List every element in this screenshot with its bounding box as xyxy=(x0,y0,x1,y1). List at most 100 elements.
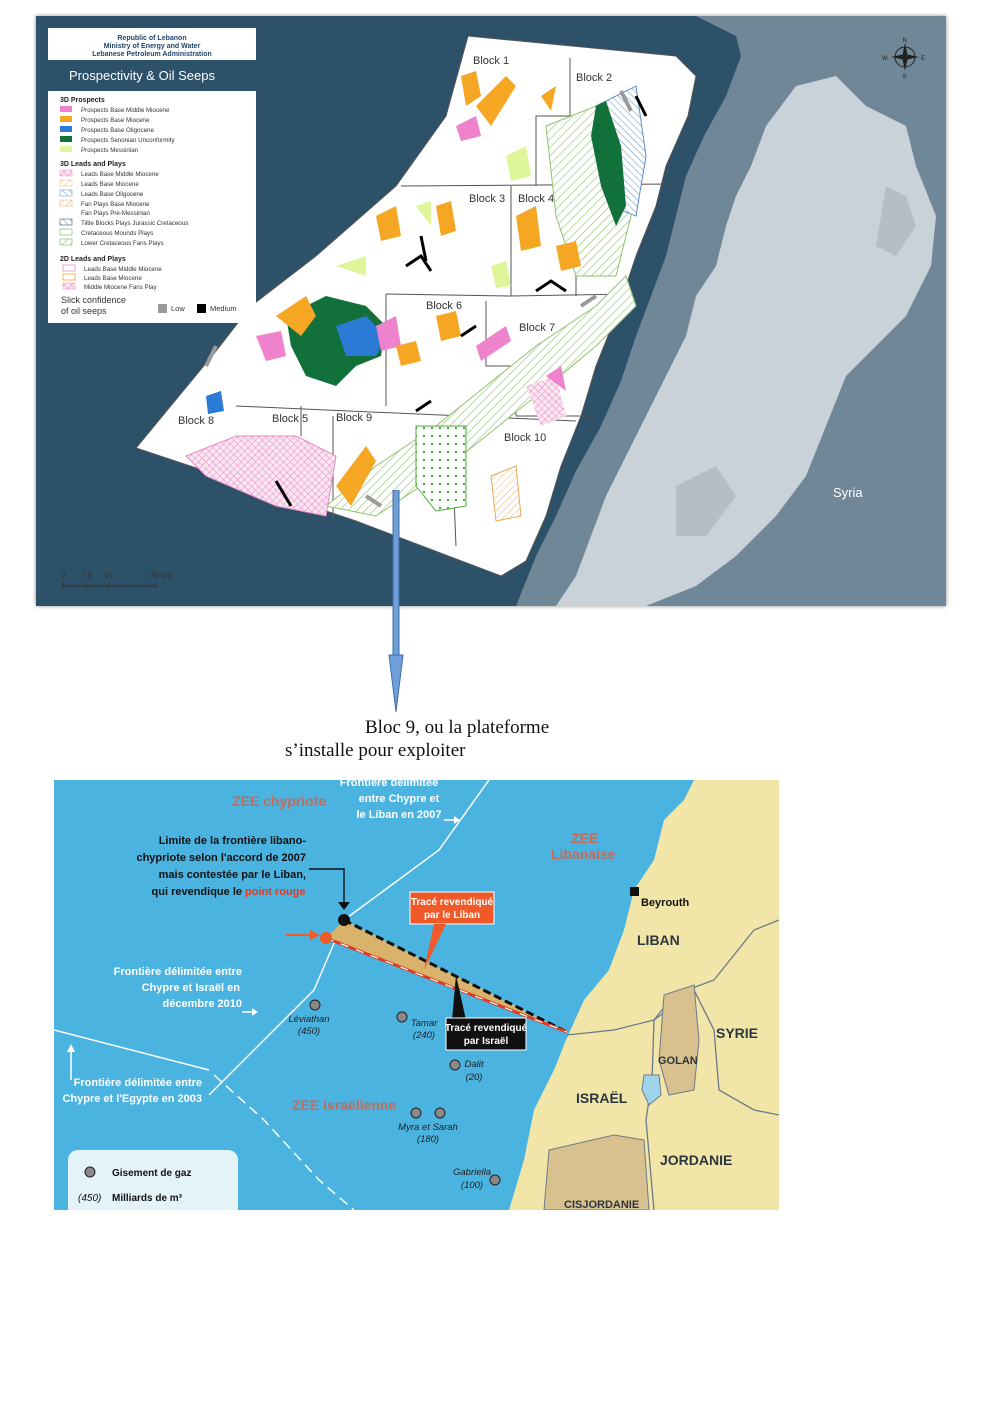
frontier-cy-eg-label: Frontière délimitée entre Chypre et l'Eg… xyxy=(62,1077,202,1105)
oil-seeps-medium xyxy=(274,95,648,507)
svg-text:Fan Plays Pre-Messinian: Fan Plays Pre-Messinian xyxy=(81,210,150,217)
prospectivity-map-svg: Block 1 Block 2 Block 3 Block 4 Block 5 … xyxy=(36,16,946,606)
map2-legend: Gisement de gaz (450) Milliards de m³ xyxy=(68,1150,238,1220)
header-box xyxy=(48,28,256,60)
cisjordanie-area xyxy=(543,1134,650,1211)
down-arrow-icon xyxy=(388,490,404,713)
svg-text:(100): (100) xyxy=(461,1180,483,1191)
cretaceous-mounds-play xyxy=(415,425,467,512)
svg-text:Prospects Messinian: Prospects Messinian xyxy=(81,147,139,154)
svg-text:2D Leads and Plays: 2D Leads and Plays xyxy=(60,256,126,263)
svg-text:Tiltle Blocks Plays Jurassic C: Tiltle Blocks Plays Jurassic Cretaceous xyxy=(81,220,188,227)
svg-text:Prospects Base Oligocene: Prospects Base Oligocene xyxy=(81,127,154,134)
region-label-cisjordanie: CISJORDANIE xyxy=(564,1199,639,1210)
limite-frontiere-label: Limite de la frontière libano- chypriote… xyxy=(136,835,306,898)
caption-line: Bloc 9, ou la plateforme xyxy=(365,717,550,738)
svg-text:(450): (450) xyxy=(78,1193,101,1204)
block-label: Block 1 xyxy=(473,55,509,67)
block-label: Block 6 xyxy=(426,300,462,312)
disputed-zone xyxy=(326,920,567,1032)
beyrouth-marker-icon xyxy=(630,887,639,896)
block-label: Block 10 xyxy=(504,432,546,444)
country-label-jordanie: JORDANIE xyxy=(660,1152,732,1168)
svg-text:qui revendique le: qui revendique le xyxy=(152,886,242,898)
svg-text:Leads Base Oligocene: Leads Base Oligocene xyxy=(81,191,144,198)
lebanon-claim-line xyxy=(343,918,568,1034)
gas-field: Dalit (20) xyxy=(449,1059,484,1083)
callout-arrow-icon xyxy=(338,902,350,910)
prospectivity-map: Block 1 Block 2 Block 3 Block 4 Block 5 … xyxy=(36,16,946,606)
zee-libanaise-label: ZEE xyxy=(571,830,598,846)
svg-text:Leads Base Miocene: Leads Base Miocene xyxy=(84,275,142,282)
svg-text:Chypre et Israël en: Chypre et Israël en xyxy=(142,982,241,994)
frontier-cy-il-label: Frontière délimitée entre Chypre et Isra… xyxy=(114,966,242,1010)
svg-text:Tracé revendiqué: Tracé revendiqué xyxy=(411,897,494,908)
svg-text:Leads Base Middle Miocene: Leads Base Middle Miocene xyxy=(84,266,162,273)
gas-field: Léviathan (450) xyxy=(288,999,330,1037)
country-label-liban: LIBAN xyxy=(637,932,680,948)
point-rouge-label: point rouge xyxy=(245,886,306,898)
mountain-ridge xyxy=(676,466,736,536)
header-line: Republic of Lebanon xyxy=(117,35,186,42)
legend: 3D Prospects Prospects Base Middle Mioce… xyxy=(59,97,237,316)
white-arrow-icon xyxy=(454,816,460,824)
zee-chypriote-label: ZEE chypriote xyxy=(232,793,326,809)
golan-area xyxy=(658,984,700,1096)
svg-text:Chypre et l'Egypte en 2003: Chypre et l'Egypte en 2003 xyxy=(62,1093,202,1105)
compass-rose-icon: N S E W xyxy=(882,38,925,80)
lake-tiberias xyxy=(641,1074,662,1106)
leads-base-middle-miocene xyxy=(526,376,566,426)
svg-text:Gabriella: Gabriella xyxy=(453,1167,491,1178)
scale-bar: 0 7.5 15 30 km xyxy=(61,571,172,589)
svg-text:E: E xyxy=(921,56,925,62)
caption-line: s’installe pour exploiter xyxy=(285,740,466,761)
gas-fields: Léviathan (450) Tamar (240) Dalit (20) M… xyxy=(288,999,501,1191)
svg-text:Cretaceous Mounds Plays: Cretaceous Mounds Plays xyxy=(81,230,153,237)
svg-text:0: 0 xyxy=(61,571,66,580)
svg-text:15: 15 xyxy=(104,571,113,580)
zee-israelienne-label: ZEE israëlienne xyxy=(292,1097,396,1113)
svg-text:Tamar: Tamar xyxy=(411,1018,438,1029)
oil-seeps-low xyxy=(204,90,633,508)
header-line: Lebanese Petroleum Administration xyxy=(92,51,212,58)
beyrouth-label: Beyrouth xyxy=(641,897,690,909)
block-label: Block 5 xyxy=(272,413,308,425)
svg-text:(180): (180) xyxy=(417,1134,439,1145)
svg-text:Prospects Base Miocene: Prospects Base Miocene xyxy=(81,117,150,124)
svg-text:Leads Base Middle Miocene: Leads Base Middle Miocene xyxy=(81,171,159,178)
israel-claim-dash xyxy=(325,937,568,1033)
svg-text:chypriote selon l'accord de 20: chypriote selon l'accord de 2007 xyxy=(136,852,306,864)
maritime-border-map-svg: ZEE chypriote ZEE Libanaise ZEE israëlie… xyxy=(53,777,780,1220)
callout-arrow xyxy=(309,868,345,905)
block-label: Block 9 xyxy=(336,412,372,424)
maritime-frontiers xyxy=(53,779,490,1211)
svg-text:le Liban en 2007: le Liban en 2007 xyxy=(357,809,442,821)
svg-text:Fan Plays Base Miocene: Fan Plays Base Miocene xyxy=(81,201,150,208)
svg-text:Tracé revendiqué: Tracé revendiqué xyxy=(445,1023,528,1034)
svg-text:3D Leads and Plays: 3D Leads and Plays xyxy=(60,161,126,168)
svg-text:Myra et Sarah: Myra et Sarah xyxy=(398,1122,458,1133)
svg-text:30 km: 30 km xyxy=(150,571,172,580)
block-label: Block 7 xyxy=(519,322,555,334)
trace-liban-box: Tracé revendiqué par le Liban xyxy=(409,891,495,970)
svg-text:entre Chypre et: entre Chypre et xyxy=(359,793,440,805)
frontier-cy-lb-label: Frontière délimitée entre Chypre et le L… xyxy=(340,777,442,821)
svg-text:S: S xyxy=(903,74,907,80)
header-line: Ministry of Energy and Water xyxy=(104,43,201,50)
svg-text:N: N xyxy=(903,38,907,44)
svg-text:Lower Cretaceous Fans Plays: Lower Cretaceous Fans Plays xyxy=(81,240,164,247)
trace-israel-box: Tracé revendiqué par Israël xyxy=(445,975,528,1051)
svg-text:Léviathan: Léviathan xyxy=(288,1014,329,1025)
map-title: Prospectivity & Oil Seeps xyxy=(69,68,215,83)
svg-text:Middle Miocene Fans Play: Middle Miocene Fans Play xyxy=(84,284,157,291)
gas-field: Myra et Sarah (180) xyxy=(398,1107,458,1145)
svg-text:7.5: 7.5 xyxy=(81,571,93,580)
svg-text:Gisement de gaz: Gisement de gaz xyxy=(112,1168,191,1179)
land xyxy=(509,780,779,1210)
svg-text:(450): (450) xyxy=(298,1026,320,1037)
legend-box xyxy=(48,91,256,323)
svg-text:Milliards de m³: Milliards de m³ xyxy=(112,1193,183,1204)
country-label-israel: ISRAËL xyxy=(576,1090,628,1106)
svg-text:mais contestée par le Liban,: mais contestée par le Liban, xyxy=(159,869,306,881)
point-rouge xyxy=(320,932,332,944)
